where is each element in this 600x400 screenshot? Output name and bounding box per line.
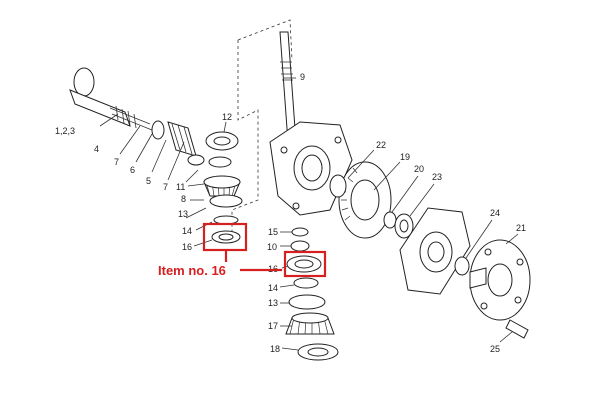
part-number: 17: [268, 321, 278, 331]
part-number: 5: [146, 176, 151, 186]
washer-7: [187, 154, 205, 166]
left-shaft-assembly: [69, 67, 205, 166]
right-crown-gear: [329, 161, 414, 239]
sleeve-10: [290, 240, 310, 252]
washer-14-left: [213, 215, 239, 225]
part-number: 1,2,3: [55, 126, 75, 136]
callout-leader: [224, 250, 282, 272]
part-number: 25: [490, 344, 500, 354]
ring-13-center: [288, 294, 326, 310]
part-number: 22: [376, 140, 386, 150]
part-number: 11: [176, 182, 185, 192]
part-number: 21: [516, 223, 526, 233]
part-number: 16: [182, 242, 192, 252]
part-number: 7: [114, 157, 119, 167]
center-stack: [285, 227, 339, 361]
circlip: [151, 120, 165, 140]
washer-14-center: [293, 277, 319, 289]
part-number: 14: [268, 283, 278, 293]
flange-ring: [73, 67, 95, 97]
part-number: 10: [267, 242, 277, 252]
part-number: 15: [268, 227, 278, 237]
part-number-labels: 1,2,3 4 7 6 5 7 11 12 8 13 14 16 9 15 10…: [55, 72, 526, 354]
housing-outline: [231, 19, 293, 240]
part-number: 18: [270, 344, 280, 354]
axle-shaft: [69, 89, 131, 127]
part-number: 6: [130, 165, 135, 175]
part-number: 19: [400, 152, 410, 162]
ring-15: [291, 227, 309, 237]
seal-24: [454, 256, 470, 276]
left-gear-stack: [203, 131, 243, 244]
shim-20: [383, 211, 397, 229]
part-number: 14: [182, 226, 192, 236]
wheel-flange: [469, 239, 531, 339]
callout-label: Item no. 16: [158, 263, 226, 278]
part-number: 7: [163, 182, 168, 192]
ring-13-left: [209, 194, 243, 208]
washer-11: [208, 156, 232, 168]
part-number: 9: [300, 72, 305, 82]
hub-housing: [399, 207, 471, 295]
item-highlight: Item no. 16: [158, 222, 327, 278]
bolt-25: [505, 319, 529, 339]
part-number: 13: [268, 298, 278, 308]
highlight-box-center: [283, 250, 327, 278]
part-number: 12: [222, 112, 232, 122]
part-number: 23: [432, 172, 442, 182]
part-number: 24: [490, 208, 500, 218]
part-number: 20: [414, 164, 424, 174]
part-number: 13: [178, 209, 188, 219]
part-number: 8: [181, 194, 186, 204]
part-number: 4: [94, 144, 99, 154]
bearing-22: [329, 174, 347, 198]
